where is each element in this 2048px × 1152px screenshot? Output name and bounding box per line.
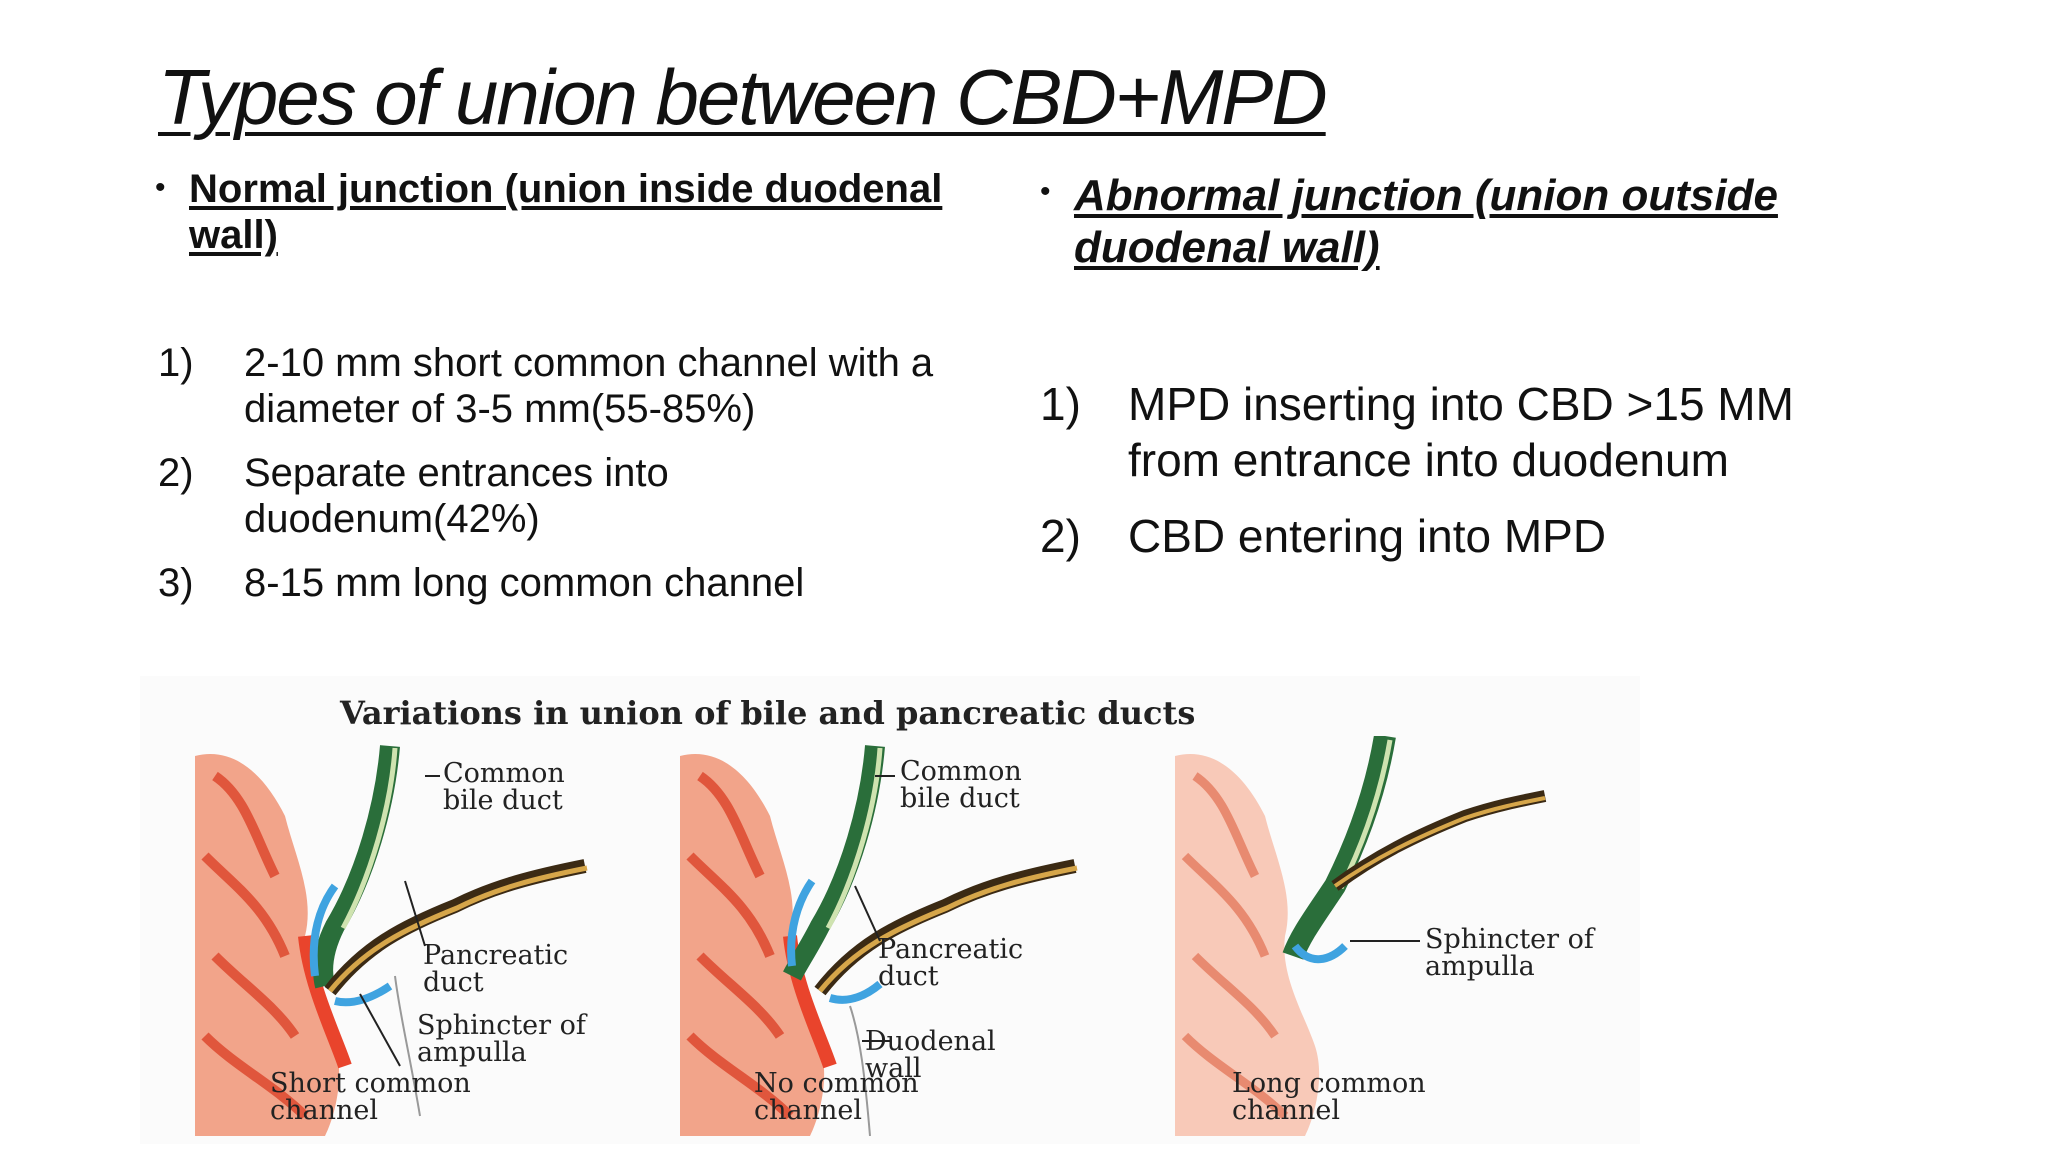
item-text: Separate entrances into duodenum(42%): [244, 451, 669, 541]
item-text: 8-15 mm long common channel: [244, 561, 805, 605]
bullet-icon: •: [1040, 175, 1051, 208]
item-number: 1): [158, 341, 194, 385]
long-channel-illustration: [1175, 734, 1547, 1136]
panel-no-common-channel: Common bile duct Pancreatic duct Duodena…: [680, 736, 1150, 1137]
list-item: 2) Separate entrances into duodenum(42%): [158, 450, 1018, 542]
normal-junction-list: 1) 2-10 mm short common channel with a d…: [158, 340, 1018, 624]
label-pancreatic-duct: Pancreatic duct: [423, 940, 569, 998]
label-sphincter-of-ampulla: Sphincter of ampulla: [1425, 924, 1594, 982]
label-pancreatic-duct: Pancreatic duct: [878, 934, 1024, 992]
list-item: 3) 8-15 mm long common channel: [158, 560, 1018, 606]
caption-long-common-channel: Long common channel: [1232, 1068, 1426, 1126]
heading-text: Normal junction (union inside duodenal w…: [189, 167, 943, 257]
no-channel-illustration: [680, 745, 1078, 1137]
list-item: 1) MPD inserting into CBD >15 MM from en…: [1040, 376, 1920, 488]
item-text: CBD entering into MPD: [1128, 510, 1607, 562]
abnormal-junction-heading: • Abnormal junction (union outside duode…: [1040, 170, 1900, 274]
item-number: 1): [1040, 378, 1081, 430]
short-channel-illustration: [195, 745, 588, 1136]
list-item: 1) 2-10 mm short common channel with a d…: [158, 340, 1018, 432]
panel-short-common-channel: Common bile duct Pancreatic duct Sphinct…: [195, 736, 665, 1136]
list-item: 2) CBD entering into MPD: [1040, 508, 1920, 564]
normal-junction-heading: • Normal junction (union inside duodenal…: [155, 166, 995, 258]
bullet-icon: •: [155, 171, 166, 204]
label-common-bile-duct: Common bile duct: [900, 756, 1022, 814]
heading-text: Abnormal junction (union outside duodena…: [1074, 171, 1778, 272]
label-common-bile-duct: Common bile duct: [443, 758, 565, 816]
label-duodenal-wall: Duodenal wall: [865, 1026, 996, 1084]
item-number: 2): [158, 451, 194, 495]
panel-long-common-channel: Sphincter of ampulla Long common channel: [1175, 734, 1645, 1136]
caption-short-common-channel: Short common channel: [270, 1068, 471, 1126]
caption-no-common-channel: No common channel: [754, 1068, 919, 1126]
label-sphincter-of-ampulla: Sphincter of ampulla: [417, 1010, 586, 1068]
item-text: MPD inserting into CBD >15 MM from entra…: [1128, 378, 1794, 486]
duct-variations-figure: Variations in union of bile and pancreat…: [140, 676, 1640, 1144]
item-text: 2-10 mm short common channel with a diam…: [244, 341, 934, 431]
slide-title: Types of union between CBD+MPD: [158, 53, 1328, 141]
item-number: 2): [1040, 510, 1081, 562]
item-number: 3): [158, 561, 194, 605]
figure-title: Variations in union of bile and pancreat…: [340, 694, 1196, 732]
abnormal-junction-list: 1) MPD inserting into CBD >15 MM from en…: [1040, 376, 1920, 584]
